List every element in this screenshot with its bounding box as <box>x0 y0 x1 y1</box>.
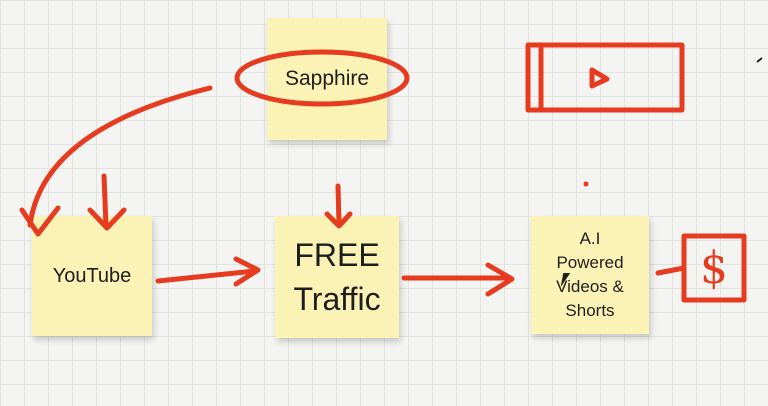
ai-line-1: A.I <box>579 229 601 248</box>
cursor-icon <box>560 273 578 287</box>
ai-line-4: Shorts <box>565 301 615 320</box>
youtube-sticky-note[interactable]: YouTube <box>32 216 152 336</box>
arrow-ai-dollar <box>655 265 687 276</box>
video-box <box>525 42 685 113</box>
ai-videos-sticky-note[interactable]: A.I Powered Videos & Shorts <box>531 216 649 334</box>
arrow-youtube-free-head <box>233 256 261 287</box>
free-label: FREE <box>294 237 380 273</box>
arrow-youtube-free <box>155 268 258 284</box>
dollar-sign: $ <box>700 242 728 294</box>
sapphire-label: Sapphire <box>284 67 370 90</box>
traffic-label: Traffic <box>293 281 381 317</box>
sapphire-sticky-note[interactable]: Sapphire <box>267 18 387 140</box>
youtube-label: YouTube <box>52 264 132 287</box>
ai-line-3: Videos & <box>556 277 624 296</box>
ink-dot <box>583 181 589 187</box>
pen-mark <box>756 57 763 63</box>
ai-line-2: Powered <box>556 253 624 272</box>
arrow-free-ai-head <box>485 262 515 297</box>
play-icon <box>589 67 610 89</box>
free-traffic-sticky-note[interactable]: FREE Traffic <box>275 216 399 338</box>
curve-arrow <box>27 85 213 228</box>
